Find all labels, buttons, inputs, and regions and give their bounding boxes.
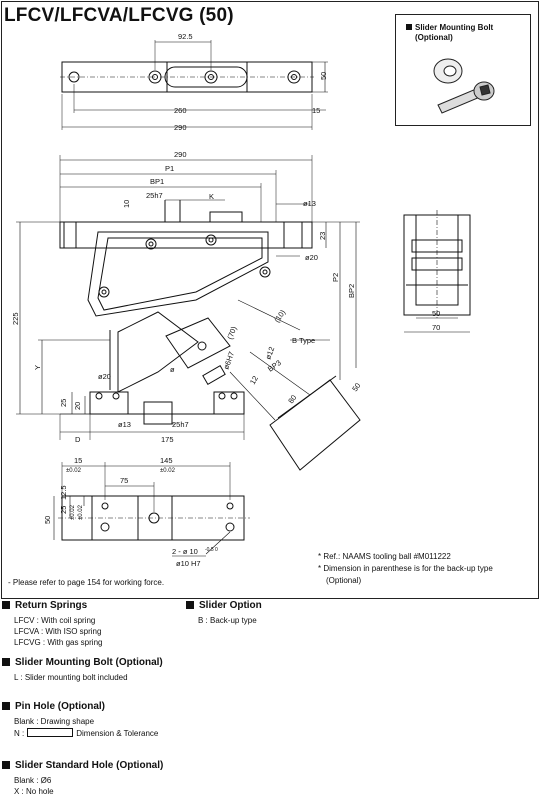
pin-hole-title: Pin Hole (Optional) (2, 701, 105, 712)
return-springs-title: Return Springs (2, 600, 87, 611)
dim-290-top: 290 (174, 123, 187, 132)
return-springs-line-2: LFCVA : With ISO spring (14, 627, 102, 636)
front-view-top-plate (59, 221, 313, 249)
dim-12: 12 (248, 374, 260, 386)
dim-50-slider: 50 (350, 381, 362, 393)
dim-10: 10 (122, 200, 131, 208)
dim-145: 145 (160, 456, 173, 465)
slider-block (269, 379, 361, 471)
dim-bp1: BP1 (150, 177, 164, 186)
dim-15-top: 15 (312, 106, 320, 115)
slider-bolt-line-1: L : Slider mounting bolt included (14, 673, 128, 682)
b-type-label: B Type (292, 336, 315, 345)
dim-225: 225 (11, 312, 20, 325)
dim-phi12: ø12 (263, 345, 276, 360)
tol-12-5: ±0.02 (78, 504, 84, 520)
dim-phi: ø (170, 365, 175, 374)
bolt-illustration (433, 58, 495, 114)
tol-15: ±0.02 (66, 468, 82, 474)
dim-bp2: BP2 (347, 284, 356, 298)
dim-phi20-base: ø20 (98, 372, 111, 381)
slider-bolt-title: Slider Mounting Bolt (Optional) (2, 657, 163, 668)
dim-d: D (75, 435, 81, 444)
note-parenthese: * Dimension in parenthese is for the bac… (318, 564, 493, 573)
note-ref: * Ref.: NAAMS tooling ball #M011222 (318, 552, 451, 561)
dim-80: 80 (286, 393, 298, 405)
slider-hole-line-1: Blank : Ø6 (14, 776, 52, 785)
dim-25h7-base: 25h7 (172, 420, 189, 429)
dim-20-base: 20 (73, 402, 82, 410)
dim-25-bottom: 25 (59, 506, 68, 514)
drawing-frame (1, 1, 539, 599)
tol-25: ±0.02 (70, 504, 76, 520)
return-springs-line-1: LFCV : With coil spring (14, 616, 96, 625)
dim-y: Y (33, 365, 42, 370)
dim-50-bottom: 50 (43, 516, 52, 524)
dim-phi13: ø13 (303, 199, 316, 208)
dim-phi20: ø20 (305, 253, 318, 262)
inset-title-line1: Slider Mounting Bolt (415, 23, 494, 32)
dim-phi13-base: ø13 (118, 420, 131, 429)
dim-70-paren: (70) (225, 325, 238, 341)
dim-k: K (209, 192, 214, 201)
dim-260: 260 (174, 106, 187, 115)
front-view-body (87, 231, 269, 317)
dim-25h7: 25h7 (146, 191, 163, 200)
hole-callout-h7: ø10 H7 (176, 559, 201, 568)
dim-23: 23 (318, 232, 327, 240)
dim-15-bottom: 15 (74, 456, 82, 465)
pin-hole-line-1: Blank : Drawing shape (14, 717, 95, 726)
dim-70-side: 70 (432, 323, 440, 332)
technical-drawing: 92.5 50 260 15 290 290 P1 BP1 K 25h7 10 … (11, 32, 471, 568)
page-title: LFCV/LFCVA/LFCVG (50) (4, 5, 234, 26)
dim-p1: P1 (165, 164, 174, 173)
dim-12-5: 12.5 (59, 485, 68, 500)
dim-10-paren: (10) (272, 308, 287, 324)
hole-callout: 2 - ø 10 (172, 547, 198, 556)
note-optional: (Optional) (326, 576, 362, 585)
dim-92-5: 92.5 (178, 32, 193, 41)
inset-title: Slider Mounting Bolt (Optional) (406, 23, 493, 43)
dim-p2: P2 (331, 273, 340, 282)
slider-hole-line-2: X : No hole (14, 787, 54, 796)
tol-145: ±0.02 (160, 468, 176, 474)
dim-50-side: 50 (432, 309, 440, 318)
dim-75: 75 (120, 476, 128, 485)
dim-25-base: 25 (59, 399, 68, 407)
slider-hole-title: Slider Standard Hole (Optional) (2, 760, 163, 771)
slider-option-line-1: B : Back-up type (198, 616, 257, 625)
slider-bolt-inset: Slider Mounting Bolt (Optional) (395, 14, 531, 126)
dim-phi6h7: ø6H7 (221, 350, 236, 370)
inset-title-line2: (Optional) (415, 33, 453, 42)
note-working-force: - Please refer to page 154 for working f… (8, 578, 165, 587)
bullet-square (406, 24, 412, 30)
dim-175: 175 (161, 435, 174, 444)
pin-hole-line-2: N :Dimension & Tolerance (14, 728, 159, 738)
dim-50-top: 50 (319, 72, 328, 80)
dim-290-front: 290 (174, 150, 187, 159)
blank-box (27, 728, 74, 737)
return-springs-line-3: LFCVG : With gas spring (14, 638, 103, 647)
hole-callout-tol: -0.5 0 (205, 547, 218, 553)
slider-option-title: Slider Option (186, 600, 262, 611)
